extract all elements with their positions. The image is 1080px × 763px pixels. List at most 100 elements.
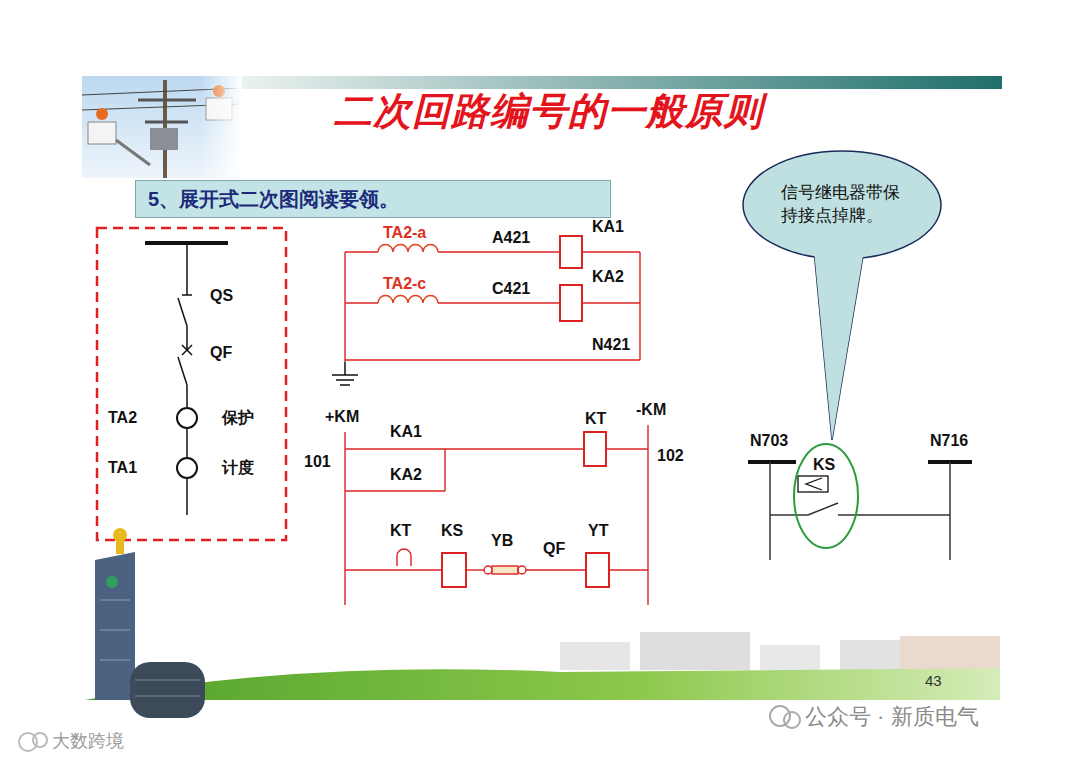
part-label: KA1: [592, 218, 624, 236]
line-shape: [770, 514, 808, 516]
rect-shape: [82, 76, 242, 178]
part-label: KA2: [592, 268, 624, 286]
line-shape: [345, 448, 584, 449]
rect-shape: [228, 76, 1002, 89]
line-shape: [116, 140, 150, 165]
circle-shape: [177, 458, 197, 478]
circle-shape: [113, 528, 127, 542]
line-shape: [345, 569, 442, 570]
watermark: 公众号 · 新质电气: [805, 704, 979, 729]
path-shape: [378, 296, 438, 304]
callout-text: 信号继电器带保持接点掉牌。: [781, 182, 903, 228]
control-circuit: [345, 425, 648, 605]
line-shape: [526, 569, 586, 570]
circle-shape: [518, 566, 526, 574]
rect-shape: [97, 228, 286, 540]
line-shape: [606, 448, 648, 449]
line-shape: [769, 462, 771, 560]
rect-shape: [798, 476, 828, 492]
part-label: N716: [930, 432, 968, 450]
line-shape: [340, 384, 350, 386]
part-label: A421: [492, 229, 530, 247]
part-label: KT: [390, 522, 411, 540]
line-shape: [345, 302, 378, 303]
line-shape: [808, 503, 838, 515]
rect-shape: [130, 662, 205, 718]
path-shape: [806, 478, 822, 490]
line-shape: [344, 362, 346, 375]
part-label: KA2: [390, 466, 422, 484]
part-label: 101: [304, 453, 331, 471]
circle-shape: [770, 706, 790, 726]
line-shape: [949, 462, 951, 560]
line-shape: [466, 569, 484, 570]
line-shape: [582, 302, 640, 303]
path-shape: [85, 668, 1000, 700]
line-shape: [582, 251, 640, 252]
ellipse-shape: [794, 444, 858, 548]
line-shape: [345, 251, 378, 252]
part-label: QS: [210, 287, 233, 305]
line-shape: [145, 121, 188, 124]
line-shape: [182, 294, 192, 296]
part-label: KS: [441, 522, 463, 540]
rect-shape: [442, 553, 466, 587]
line-shape: [438, 251, 560, 252]
line-shape: [344, 432, 345, 605]
part-label: 102: [657, 447, 684, 465]
page-number: 43: [925, 672, 942, 689]
part-label: N421: [592, 336, 630, 354]
part-label: QF: [210, 344, 232, 362]
callout-tail: [814, 250, 864, 440]
line-shape: [438, 302, 560, 303]
line-shape: [444, 449, 445, 491]
polygon-shape: [95, 552, 135, 700]
rect-shape: [560, 285, 582, 321]
rect-shape: [900, 636, 1000, 670]
line-shape: [336, 379, 354, 381]
part-label: YT: [588, 522, 608, 540]
rect-shape: [200, 76, 242, 178]
part-label: KT: [585, 410, 606, 428]
function-label: 保护: [222, 409, 254, 427]
circle-shape: [784, 712, 800, 728]
section-heading-box: 5、展开式二次图阅读要领。: [135, 180, 611, 218]
single-line-diagram: [97, 228, 286, 540]
footer-scenery: [85, 528, 1000, 718]
line-shape: [178, 298, 187, 326]
line-shape: [178, 357, 187, 385]
line-shape: [344, 252, 345, 362]
line-shape: [647, 425, 648, 605]
callout-tail-fill: [814, 250, 864, 440]
callout-text-block: 信号继电器带保持接点掉牌。: [781, 182, 903, 228]
header-photo: [82, 76, 242, 178]
line-shape: [609, 569, 648, 570]
line-shape: [135, 680, 200, 681]
part-label: TA1: [108, 459, 137, 477]
rect-shape: [760, 645, 820, 670]
part-label: -KM: [636, 401, 666, 419]
callout-bubble: 信号继电器带保持接点掉牌。: [742, 150, 942, 260]
path-shape: [378, 245, 438, 252]
line-shape: [186, 243, 188, 295]
part-label: KA1: [390, 423, 422, 441]
line-shape: [100, 660, 130, 661]
part-label: N703: [750, 432, 788, 450]
part-label: TA2-c: [383, 275, 426, 293]
slide-title: 二次回路编号的一般原则: [334, 90, 763, 134]
callout-ellipse: [743, 151, 941, 259]
circle-shape: [484, 566, 492, 574]
watermark: 大数跨境: [52, 731, 124, 752]
line-shape: [182, 345, 192, 355]
circle-shape: [106, 576, 118, 588]
rect-shape: [116, 540, 124, 554]
line-shape: [182, 345, 192, 355]
line-shape: [135, 696, 200, 697]
line-shape: [332, 374, 358, 376]
line-shape: [138, 99, 196, 102]
circle-shape: [177, 408, 197, 428]
function-label: 计度: [222, 459, 254, 477]
signal-circuit: [748, 444, 972, 560]
callout-outline: [742, 150, 942, 260]
